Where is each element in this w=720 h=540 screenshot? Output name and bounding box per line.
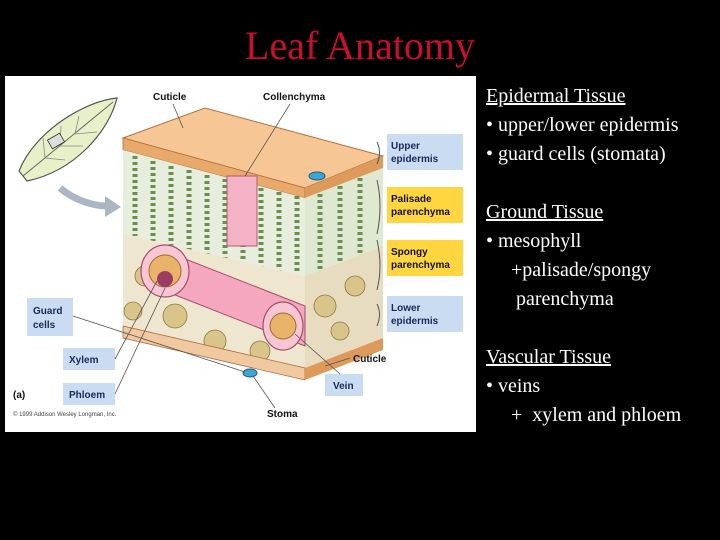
label-vein: Vein [325,374,363,396]
svg-text:Vein: Vein [333,381,354,392]
label-cuticle-top: Cuticle [153,92,187,103]
svg-text:Spongy: Spongy [391,247,428,258]
bullet-line: • veins [486,375,541,397]
label-phloem: Phloem [63,383,115,405]
label-xylem: Xylem [63,348,115,370]
svg-text:parenchyma: parenchyma [391,260,450,271]
leaf-cross-section-figure: Upper epidermis Palisade parenchyma Spon… [5,76,476,432]
leaf-icon [18,97,118,182]
ground-heading: Ground Tissue [486,201,604,223]
epidermal-heading: Epidermal Tissue [486,85,626,107]
label-lower-epidermis: Lower epidermis [387,296,463,332]
tissue-block [121,107,385,381]
sub-line: parenchyma [486,288,614,310]
svg-text:Phloem: Phloem [69,390,105,401]
slide-title: Leaf Anatomy [245,23,475,68]
label-cuticle-bottom: Cuticle [353,354,387,365]
ground-section: Ground Tissue • mesophyll +palisade/spon… [486,198,720,314]
bullet-line: • upper/lower epidermis [486,114,679,136]
vascular-section: Vascular Tissue • veins + xylem and phlo… [486,343,720,430]
svg-text:Guard: Guard [33,306,62,317]
bullet-line: • mesophyll [486,230,582,252]
svg-text:cells: cells [33,320,56,331]
svg-text:parenchyma: parenchyma [391,207,450,218]
sub-line: +palisade/spongy [486,259,652,281]
svg-text:epidermis: epidermis [391,154,439,165]
vascular-heading: Vascular Tissue [486,346,612,368]
panel-label: (a) [13,390,25,401]
label-collenchyma: Collenchyma [263,92,326,103]
label-stoma: Stoma [267,409,298,420]
label-spongy-parenchyma: Spongy parenchyma [387,240,463,276]
svg-text:Xylem: Xylem [69,355,99,366]
label-upper-epidermis: Upper epidermis [387,134,463,170]
epidermal-section: Epidermal Tissue • upper/lower epidermis… [486,82,720,169]
svg-text:Palisade: Palisade [391,194,432,205]
svg-text:Lower: Lower [391,303,421,314]
pointer-arrow [57,185,108,210]
svg-text:Upper: Upper [391,141,420,152]
svg-text:epidermis: epidermis [391,316,439,327]
sub-line: + xylem and phloem [486,404,682,426]
label-guard-cells: Guard cells [27,298,73,336]
bullet-line: • guard cells (stomata) [486,143,666,165]
copyright-text: © 1999 Addison Wesley Longman, Inc. [13,411,117,418]
notes-panel: Epidermal Tissue • upper/lower epidermis… [486,82,720,459]
label-palisade-parenchyma: Palisade parenchyma [387,187,463,223]
